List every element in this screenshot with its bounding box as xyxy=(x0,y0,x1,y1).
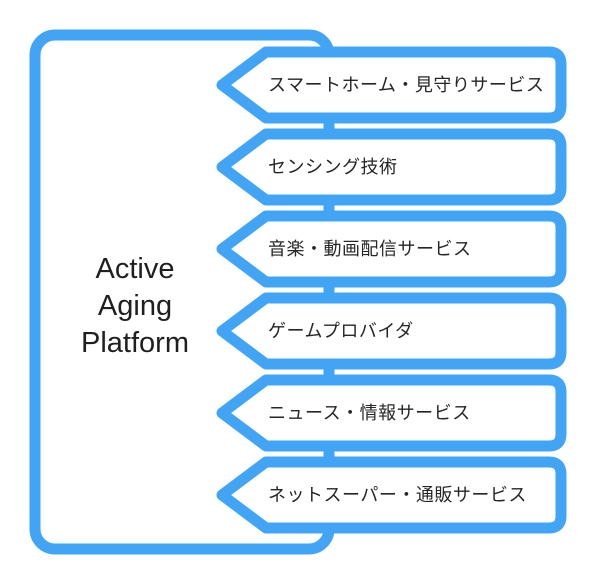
arrow-shape xyxy=(216,46,567,124)
arrow-item-net-super: ネットスーパー・通販サービス xyxy=(216,456,567,534)
arrow-item-news-info: ニュース・情報サービス xyxy=(216,374,567,452)
platform-title-line-2: Aging xyxy=(98,290,172,322)
arrow-label: ネットスーパー・通販サービス xyxy=(268,485,527,505)
arrow-label: ゲームプロバイダ xyxy=(268,321,414,341)
arrow-label: ニュース・情報サービス xyxy=(268,403,471,423)
arrow-item-smart-home: スマートホーム・見守りサービス xyxy=(216,46,567,124)
platform-title: Active Aging Platform xyxy=(81,253,189,359)
arrow-item-music-video: 音楽・動画配信サービス xyxy=(216,210,567,288)
arrow-shape xyxy=(216,456,567,534)
arrow-label: 音楽・動画配信サービス xyxy=(268,239,472,259)
arrow-label: センシング技術 xyxy=(268,157,398,177)
arrow-item-sensing: センシング技術 xyxy=(216,128,567,206)
arrow-shape xyxy=(216,374,567,452)
platform-title-line-3: Platform xyxy=(81,327,189,359)
arrow-shape xyxy=(216,292,567,370)
arrow-shape xyxy=(216,210,567,288)
platform-title-line-1: Active xyxy=(96,253,175,285)
arrow-item-game-provider: ゲームプロバイダ xyxy=(216,292,567,370)
arrow-shape xyxy=(216,128,567,206)
arrow-label: スマートホーム・見守りサービス xyxy=(268,75,544,95)
